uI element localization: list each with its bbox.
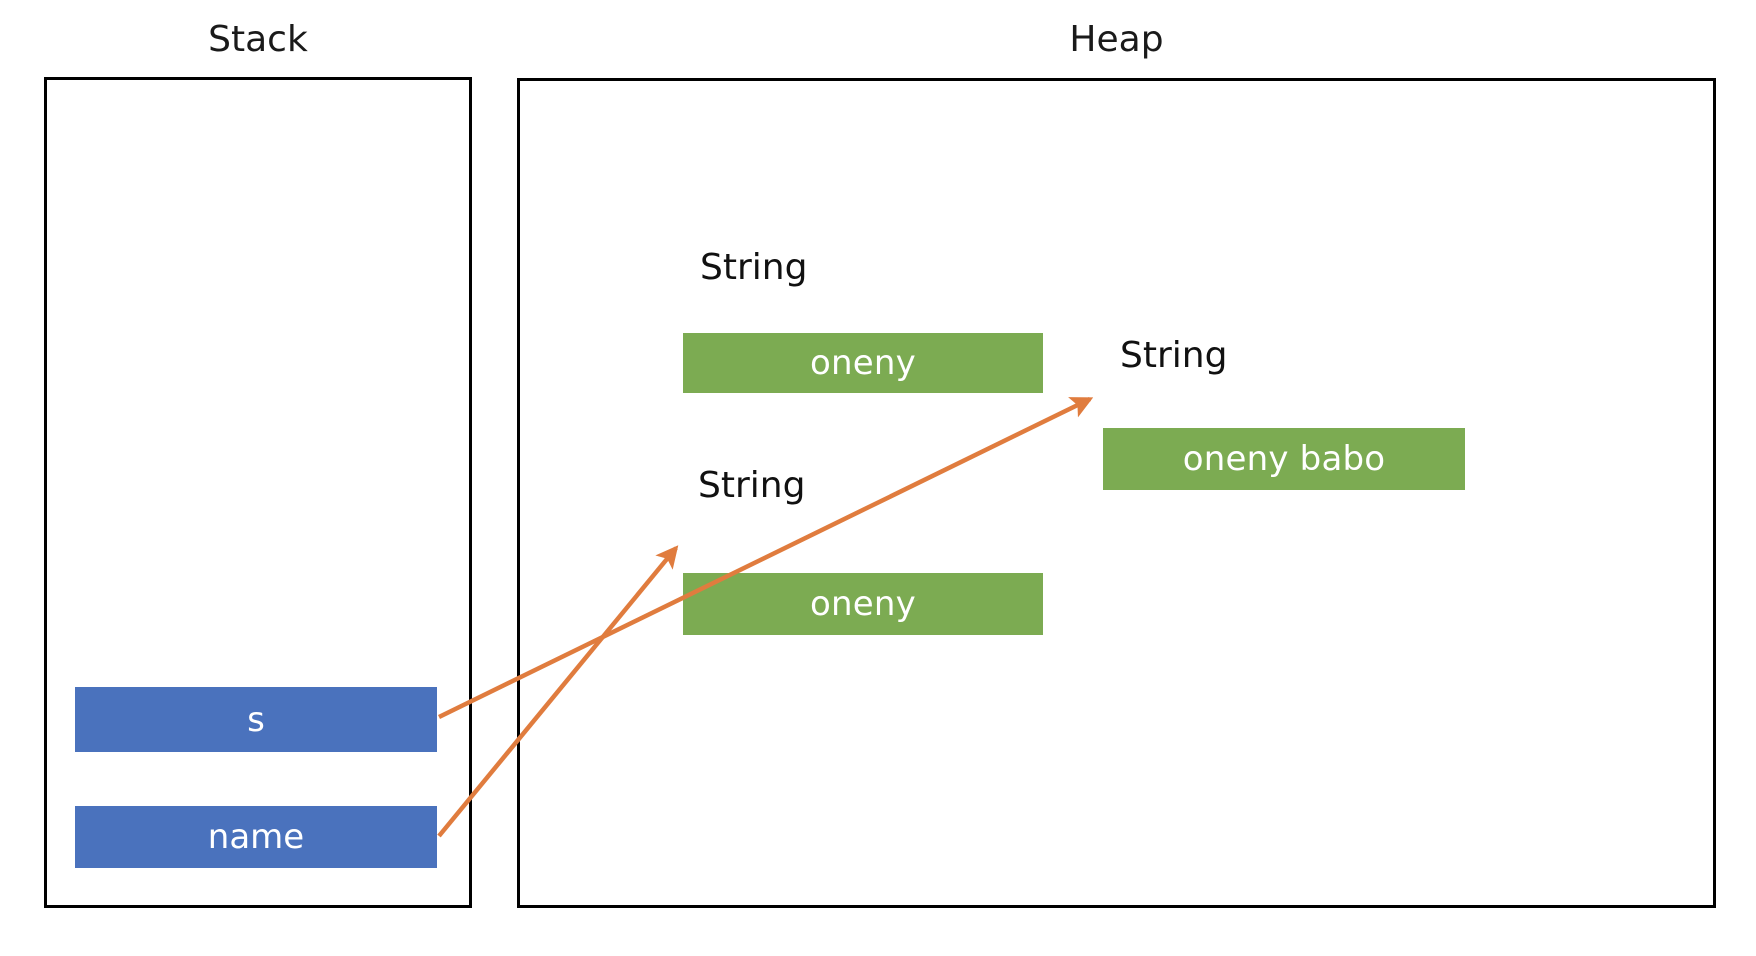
- heap-object-type-0: String: [700, 247, 808, 288]
- heap-object-value-1: oneny babo: [1103, 428, 1465, 490]
- stack-variable-s: s: [75, 687, 437, 752]
- heap-region: [517, 78, 1716, 908]
- heap-object-value-0: oneny: [683, 333, 1043, 393]
- stack-region: [44, 77, 472, 908]
- heap-object-value-2: oneny: [683, 573, 1043, 635]
- heap-object-type-1: String: [1120, 335, 1228, 376]
- stack-title: Stack: [208, 19, 308, 60]
- heap-object-type-2: String: [698, 465, 806, 506]
- heap-title: Heap: [1069, 19, 1164, 60]
- stack-variable-name: name: [75, 806, 437, 868]
